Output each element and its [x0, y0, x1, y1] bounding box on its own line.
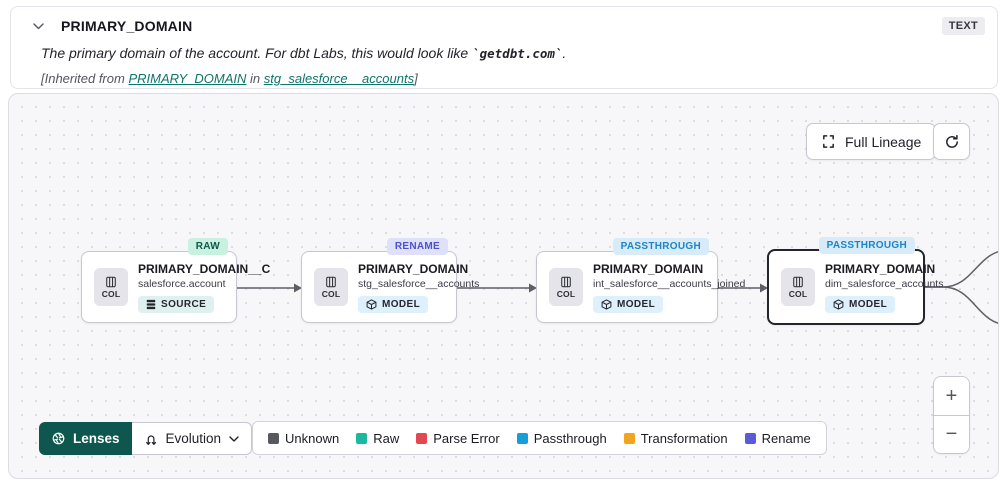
- column-kind-chip: COL: [314, 268, 348, 306]
- columns-icon: [106, 276, 116, 287]
- aperture-icon: [52, 432, 65, 445]
- evolution-lens-icon: [145, 434, 156, 445]
- resource-type-badge: MODEL: [825, 295, 896, 313]
- column-description: The primary domain of the account. For d…: [41, 45, 566, 61]
- col-chip-label: COL: [556, 288, 576, 299]
- inherited-middle: in: [246, 71, 264, 86]
- evolution-legend: Unknown Raw Parse Error Passthrough Tran…: [252, 421, 827, 455]
- legend-item: Parse Error: [416, 430, 500, 446]
- col-chip-label: COL: [788, 288, 808, 299]
- node-model-name: stg_salesforce__accounts: [358, 277, 480, 290]
- evolution-state-badge: RENAME: [386, 238, 448, 255]
- resource-label: MODEL: [617, 298, 656, 310]
- column-kind-chip: COL: [549, 268, 583, 306]
- resource-type-badge: SOURCE: [138, 295, 215, 313]
- legend-label: Raw: [373, 430, 400, 446]
- lineage-node-source[interactable]: RAW COL PRIMARY_DOMAIN__C salesforce.acc…: [81, 238, 270, 323]
- node-model-name: int_salesforce__accounts_joined: [593, 277, 746, 290]
- legend-item: Passthrough: [516, 430, 607, 446]
- legend-item: Transformation: [623, 430, 728, 446]
- node-body: PRIMARY_DOMAIN stg_salesforce__accounts …: [358, 262, 479, 313]
- node-model-name: salesforce.account: [138, 277, 226, 290]
- legend-swatch: [744, 432, 756, 444]
- column-type-badge: TEXT: [941, 17, 985, 35]
- col-chip-label: COL: [321, 288, 341, 299]
- column-kind-chip: COL: [781, 268, 815, 306]
- resource-type-badge: MODEL: [358, 295, 429, 313]
- evolution-state-badge: RAW: [187, 238, 228, 255]
- inherited-from-note: [Inherited from PRIMARY_DOMAIN in stg_sa…: [41, 71, 418, 86]
- full-lineage-button[interactable]: Full Lineage: [806, 123, 937, 160]
- legend-item: Unknown: [268, 431, 339, 446]
- model-cube-icon: [833, 298, 844, 310]
- legend-swatch: [416, 432, 428, 444]
- node-model-name: dim_salesforce_accounts: [825, 277, 944, 290]
- columns-icon: [326, 276, 336, 287]
- lineage-node-intermediate[interactable]: PASSTHROUGH COL PRIMARY_DOMAIN int_sales…: [536, 238, 745, 323]
- legend-swatch: [516, 432, 528, 444]
- inherited-prefix: [Inherited from: [41, 71, 129, 86]
- resource-label: MODEL: [849, 298, 888, 310]
- description-period: .: [562, 45, 567, 61]
- legend-swatch: [623, 432, 635, 444]
- resource-label: SOURCE: [161, 298, 207, 310]
- legend-swatch: [356, 432, 368, 444]
- col-chip-label: COL: [101, 288, 121, 299]
- column-kind-chip: COL: [94, 268, 128, 306]
- node-body: PRIMARY_DOMAIN__C salesforce.account SOU…: [138, 262, 270, 313]
- legend-label: Parse Error: [433, 430, 500, 446]
- legend-label: Transformation: [640, 430, 728, 446]
- inherited-model-link[interactable]: stg_salesforce__accounts: [263, 71, 415, 86]
- expand-icon: [821, 134, 836, 149]
- inherited-suffix: ]: [414, 71, 418, 86]
- node-column-name: PRIMARY_DOMAIN: [825, 261, 936, 276]
- node-column-name: PRIMARY_DOMAIN: [358, 261, 469, 276]
- lens-select-evolution[interactable]: Evolution: [131, 422, 253, 455]
- legend-label: Passthrough: [533, 430, 607, 446]
- evolution-state-badge: PASSTHROUGH: [818, 237, 915, 254]
- legend-label: Unknown: [285, 430, 340, 446]
- evolution-state-badge: PASSTHROUGH: [612, 238, 709, 255]
- column-detail-panel: PRIMARY_DOMAIN TEXT The primary domain o…: [10, 6, 998, 89]
- node-body: PRIMARY_DOMAIN int_salesforce__accounts_…: [593, 262, 745, 313]
- lenses-button[interactable]: Lenses: [39, 422, 132, 455]
- refresh-icon: [944, 134, 960, 150]
- description-code: `getdbt.com`: [472, 46, 563, 61]
- zoom-in-button[interactable]: +: [934, 377, 969, 415]
- lineage-canvas[interactable]: Full Lineage RAW COL PRIMARY_DOMAIN__C s…: [8, 93, 999, 479]
- selected-lens-label: Evolution: [165, 431, 222, 446]
- lenses-label: Lenses: [73, 431, 120, 446]
- node-column-name: PRIMARY_DOMAIN__C: [138, 261, 271, 276]
- collapse-chevron-icon[interactable]: [29, 17, 47, 35]
- lineage-node-dim-selected[interactable]: PASSTHROUGH COL PRIMARY_DOMAIN dim_sales…: [767, 237, 943, 325]
- full-lineage-label: Full Lineage: [845, 133, 922, 150]
- columns-icon: [793, 276, 803, 287]
- zoom-out-button[interactable]: −: [934, 415, 969, 453]
- resource-label: MODEL: [382, 298, 421, 310]
- node-body: PRIMARY_DOMAIN dim_salesforce_accounts M…: [825, 262, 943, 313]
- lineage-node-staging[interactable]: RENAME COL PRIMARY_DOMAIN stg_salesforce…: [301, 238, 479, 323]
- chevron-down-icon: [229, 435, 239, 442]
- model-cube-icon: [366, 298, 377, 310]
- lenses-control: Lenses Evolution: [39, 422, 253, 455]
- legend-label: Rename: [761, 430, 811, 446]
- refresh-lineage-button[interactable]: [933, 123, 970, 160]
- source-icon: [146, 299, 156, 309]
- description-text: The primary domain of the account. For d…: [41, 45, 473, 61]
- inherited-column-link[interactable]: PRIMARY_DOMAIN: [128, 71, 247, 86]
- node-column-name: PRIMARY_DOMAIN: [593, 261, 704, 276]
- column-name-title: PRIMARY_DOMAIN: [61, 18, 193, 34]
- legend-swatch: [268, 432, 279, 444]
- columns-icon: [561, 276, 571, 287]
- legend-item: Raw: [356, 431, 399, 446]
- panel-title-row: PRIMARY_DOMAIN: [29, 17, 192, 35]
- resource-type-badge: MODEL: [593, 295, 664, 313]
- model-cube-icon: [601, 298, 612, 310]
- legend-item: Rename: [744, 430, 811, 446]
- zoom-controls: + −: [933, 376, 970, 454]
